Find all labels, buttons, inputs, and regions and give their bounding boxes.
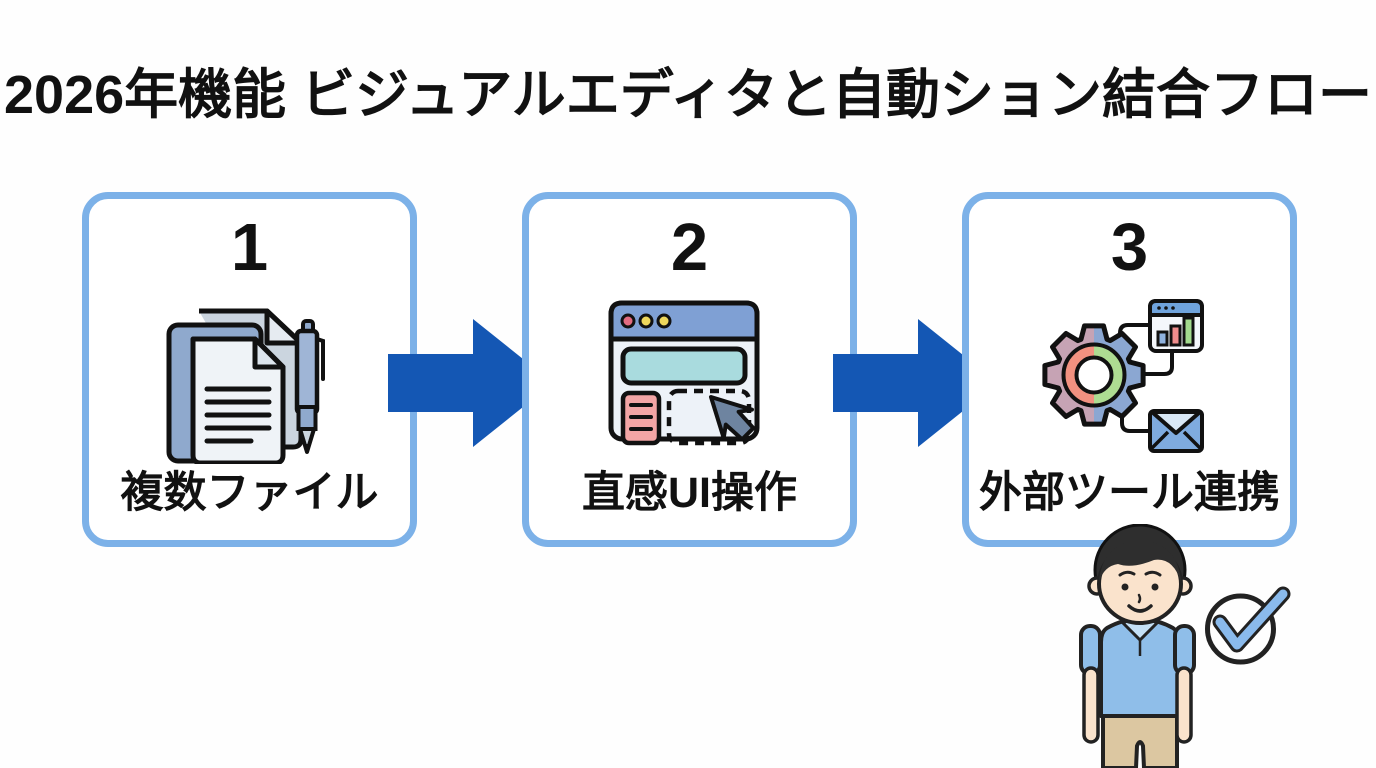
step-card-3: 3 (962, 192, 1297, 547)
step-number: 1 (230, 210, 269, 285)
step-icon-wrap (89, 299, 410, 469)
step-card-2: 2 (522, 192, 857, 547)
arrow-right-icon (388, 319, 553, 447)
step-label: 直感UI操作 (582, 469, 797, 517)
gear-chart-mail-icon (1042, 299, 1204, 453)
step-number: 3 (1110, 210, 1149, 285)
arrow-right-icon (833, 319, 998, 447)
check-circle-icon (1205, 586, 1291, 665)
step-number: 2 (670, 210, 709, 285)
step-label: 複数ファイル (120, 469, 379, 517)
page-title: 2026年機能 ビジュアルエディタと自動ション結合フロー (4, 65, 1372, 125)
step-card-1: 1 (82, 192, 417, 547)
step-icon-wrap (529, 299, 850, 469)
browser-cursor-icon (608, 300, 759, 446)
person-illustration (1079, 524, 1196, 768)
step-icon-wrap (969, 299, 1290, 469)
step-label: 外部ツール連携 (979, 469, 1280, 517)
documents-pen-icon (166, 308, 325, 464)
